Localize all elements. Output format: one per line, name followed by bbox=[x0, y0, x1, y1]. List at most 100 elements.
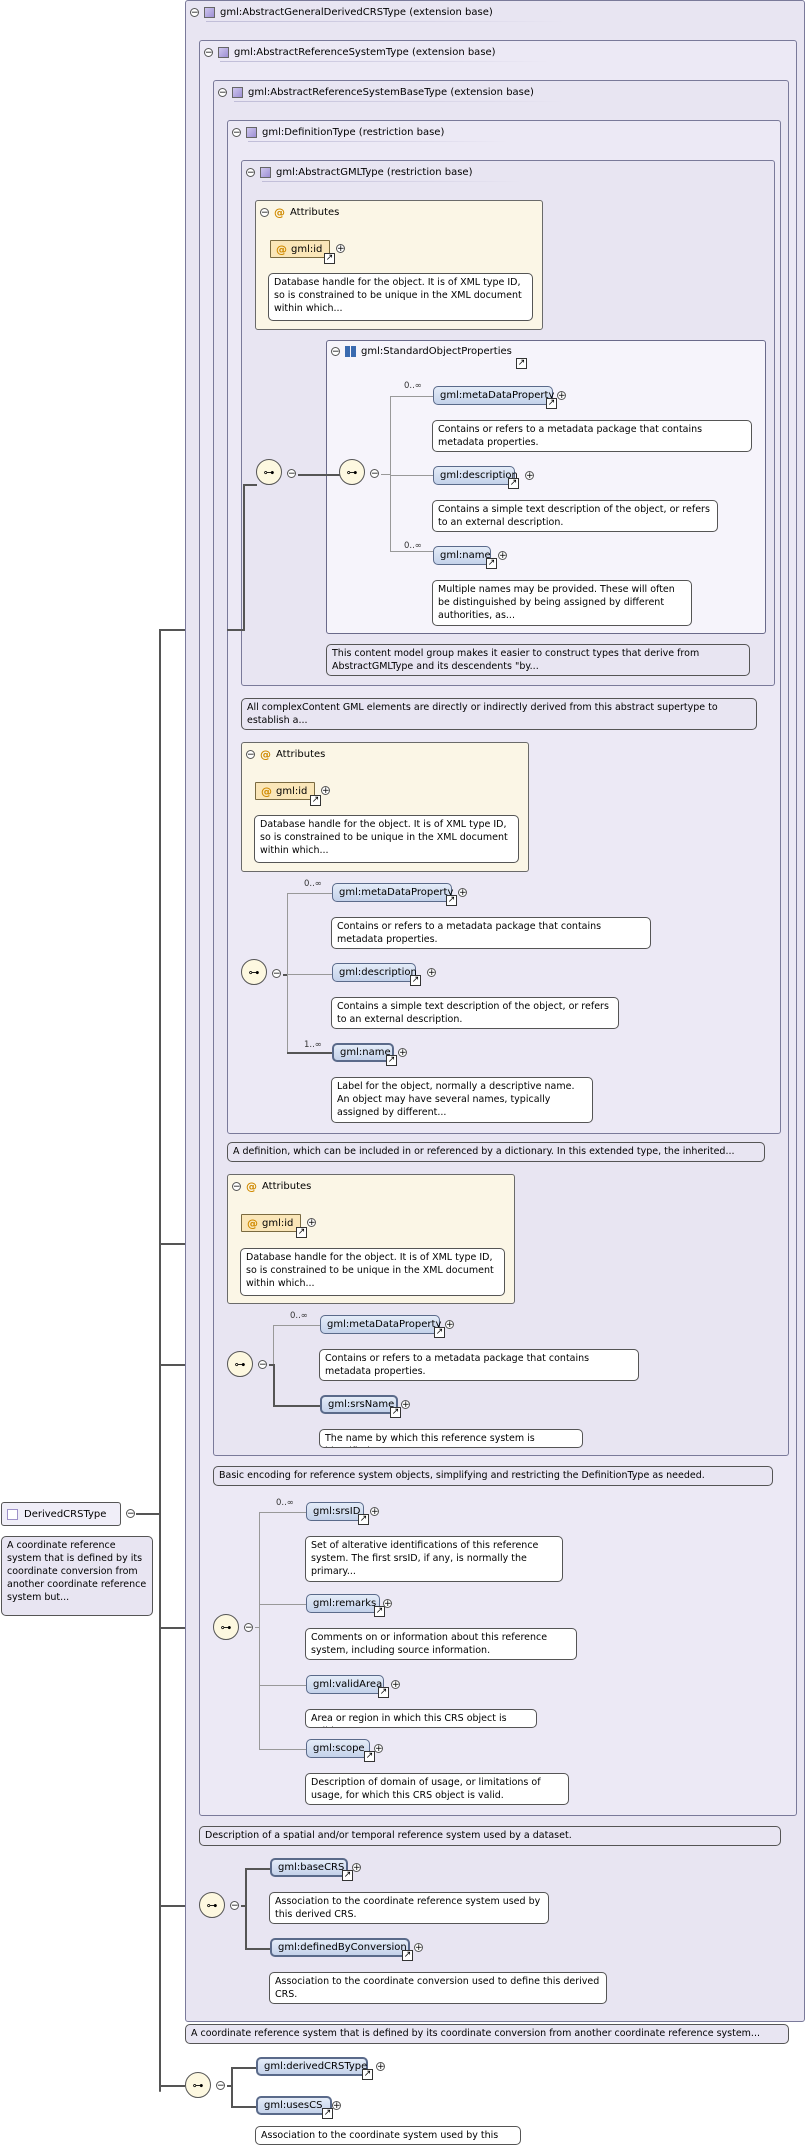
link-icon[interactable]: ↗ bbox=[546, 398, 557, 409]
link-icon[interactable]: ↗ bbox=[362, 2069, 373, 2080]
collapse-icon[interactable]: − bbox=[331, 347, 340, 357]
element-description[interactable]: gml:description bbox=[332, 963, 417, 982]
link-icon[interactable]: ↗ bbox=[374, 1606, 385, 1617]
connector bbox=[273, 1405, 321, 1407]
expand-icon[interactable]: + bbox=[336, 244, 345, 254]
sequence-compositor[interactable]: ⊶ bbox=[199, 1892, 225, 1918]
collapse-icon[interactable]: − bbox=[230, 1901, 239, 1911]
collapse-icon[interactable]: − bbox=[258, 1360, 267, 1370]
id-attribute[interactable]: @ gml:id bbox=[255, 782, 315, 800]
expand-icon[interactable]: + bbox=[332, 2101, 341, 2111]
connector bbox=[159, 1627, 201, 1629]
link-icon[interactable]: ↗ bbox=[434, 1327, 445, 1338]
expand-icon[interactable]: + bbox=[427, 968, 436, 978]
collapse-icon[interactable]: − bbox=[260, 208, 269, 218]
id-doc: Database handle for the object. It is of… bbox=[254, 815, 519, 863]
sequence-compositor[interactable]: ⊶ bbox=[185, 2072, 211, 2098]
element-doc: Area or region in which this CRS object … bbox=[305, 1709, 537, 1728]
element-srs-id[interactable]: gml:srsID bbox=[306, 1502, 364, 1521]
root-type-box[interactable]: DerivedCRSType bbox=[1, 1502, 121, 1526]
link-icon[interactable]: ↗ bbox=[402, 1950, 413, 1961]
element-base-crs[interactable]: gml:baseCRS bbox=[270, 1858, 348, 1877]
link-icon[interactable]: ↗ bbox=[310, 795, 321, 806]
expand-icon[interactable]: + bbox=[352, 1863, 361, 1873]
id-attribute[interactable]: @ gml:id bbox=[270, 240, 330, 258]
element-name: gml:definedByConversion bbox=[278, 1942, 407, 1953]
element-metadata-property[interactable]: gml:metaDataProperty bbox=[320, 1315, 441, 1334]
collapse-icon[interactable]: − bbox=[272, 969, 281, 979]
expand-icon[interactable]: + bbox=[370, 1507, 379, 1517]
link-icon[interactable]: ↗ bbox=[322, 2108, 333, 2119]
link-icon[interactable]: ↗ bbox=[358, 1514, 369, 1525]
collapse-icon[interactable]: − bbox=[204, 47, 213, 58]
collapse-icon[interactable]: − bbox=[246, 167, 255, 178]
element-defined-by-conversion[interactable]: gml:definedByConversion bbox=[270, 1938, 410, 1957]
expand-icon[interactable]: + bbox=[458, 888, 467, 898]
expand-icon[interactable]: + bbox=[525, 471, 534, 481]
expand-icon[interactable]: + bbox=[374, 1744, 383, 1754]
collapse-icon[interactable]: − bbox=[190, 7, 199, 18]
element-doc: Association to the coordinate reference … bbox=[269, 1892, 549, 1924]
element-description[interactable]: gml:description bbox=[433, 466, 518, 485]
element-doc: Multiple names may be provided. These wi… bbox=[432, 580, 692, 626]
link-icon[interactable]: ↗ bbox=[378, 1687, 389, 1698]
collapse-icon[interactable]: − bbox=[232, 1182, 241, 1192]
element-metadata-property[interactable]: gml:metaDataProperty bbox=[332, 883, 453, 902]
sequence-compositor[interactable]: ⊶ bbox=[213, 1614, 239, 1640]
element-uses-cs[interactable]: gml:usesCS bbox=[256, 2096, 332, 2115]
element-name: gml:srsID bbox=[313, 1506, 361, 1517]
element-derived-crs-type[interactable]: gml:derivedCRSType bbox=[256, 2057, 368, 2076]
expand-icon[interactable]: + bbox=[557, 391, 566, 401]
expand-icon[interactable]: + bbox=[383, 1599, 392, 1609]
link-icon[interactable]: ↗ bbox=[410, 975, 421, 986]
group-name: gml:StandardObjectProperties bbox=[361, 346, 512, 357]
collapse-icon[interactable]: − bbox=[218, 87, 227, 98]
attributes-header: − @ Attributes bbox=[232, 1180, 311, 1193]
link-icon[interactable]: ↗ bbox=[516, 358, 527, 369]
link-icon[interactable]: ↗ bbox=[386, 1055, 397, 1066]
root-collapse-icon[interactable]: − bbox=[126, 1509, 135, 1519]
expand-icon[interactable]: + bbox=[414, 1943, 423, 1953]
expand-icon[interactable]: + bbox=[307, 1218, 316, 1228]
collapse-icon[interactable]: − bbox=[232, 127, 241, 138]
id-doc: Database handle for the object. It is of… bbox=[240, 1248, 505, 1296]
id-attribute[interactable]: @ gml:id bbox=[241, 1214, 301, 1232]
attribute-icon: @ bbox=[260, 748, 271, 761]
element-metadata-property[interactable]: gml:metaDataProperty bbox=[433, 386, 554, 405]
expand-icon[interactable]: + bbox=[401, 1400, 410, 1410]
collapse-icon[interactable]: − bbox=[287, 469, 296, 479]
connector bbox=[273, 1364, 275, 1406]
element-srs-name[interactable]: gml:srsName bbox=[320, 1395, 398, 1414]
element-valid-area[interactable]: gml:validArea bbox=[306, 1675, 384, 1694]
expand-icon[interactable]: + bbox=[321, 786, 330, 796]
collapse-icon[interactable]: − bbox=[216, 2081, 225, 2091]
link-icon[interactable]: ↗ bbox=[296, 1227, 307, 1238]
expand-icon[interactable]: + bbox=[376, 2062, 385, 2072]
link-icon[interactable]: ↗ bbox=[486, 558, 497, 569]
element-scope[interactable]: gml:scope bbox=[306, 1739, 370, 1758]
base-header: − gml:AbstractGeneralDerivedCRSType (ext… bbox=[190, 5, 493, 19]
link-icon[interactable]: ↗ bbox=[324, 253, 335, 264]
link-icon[interactable]: ↗ bbox=[364, 1751, 375, 1762]
element-doc: Label for the object, normally a descrip… bbox=[331, 1077, 593, 1123]
collapse-icon[interactable]: − bbox=[246, 750, 255, 760]
element-remarks[interactable]: gml:remarks bbox=[306, 1594, 380, 1613]
sequence-compositor[interactable]: ⊶ bbox=[227, 1351, 253, 1377]
link-icon[interactable]: ↗ bbox=[508, 478, 519, 489]
connector bbox=[245, 1868, 247, 1949]
expand-icon[interactable]: + bbox=[498, 551, 507, 561]
connector bbox=[159, 1905, 199, 1907]
link-icon[interactable]: ↗ bbox=[390, 1407, 401, 1418]
element-name[interactable]: gml:name bbox=[332, 1043, 394, 1062]
sequence-compositor[interactable]: ⊶ bbox=[241, 959, 267, 985]
collapse-icon[interactable]: − bbox=[244, 1623, 253, 1633]
sequence-compositor[interactable]: ⊶ bbox=[339, 459, 365, 485]
collapse-icon[interactable]: − bbox=[370, 469, 379, 479]
element-name[interactable]: gml:name bbox=[433, 546, 491, 565]
expand-icon[interactable]: + bbox=[391, 1680, 400, 1690]
link-icon[interactable]: ↗ bbox=[446, 895, 457, 906]
sequence-compositor[interactable]: ⊶ bbox=[256, 459, 282, 485]
expand-icon[interactable]: + bbox=[398, 1048, 407, 1058]
link-icon[interactable]: ↗ bbox=[342, 1870, 353, 1881]
expand-icon[interactable]: + bbox=[445, 1320, 454, 1330]
